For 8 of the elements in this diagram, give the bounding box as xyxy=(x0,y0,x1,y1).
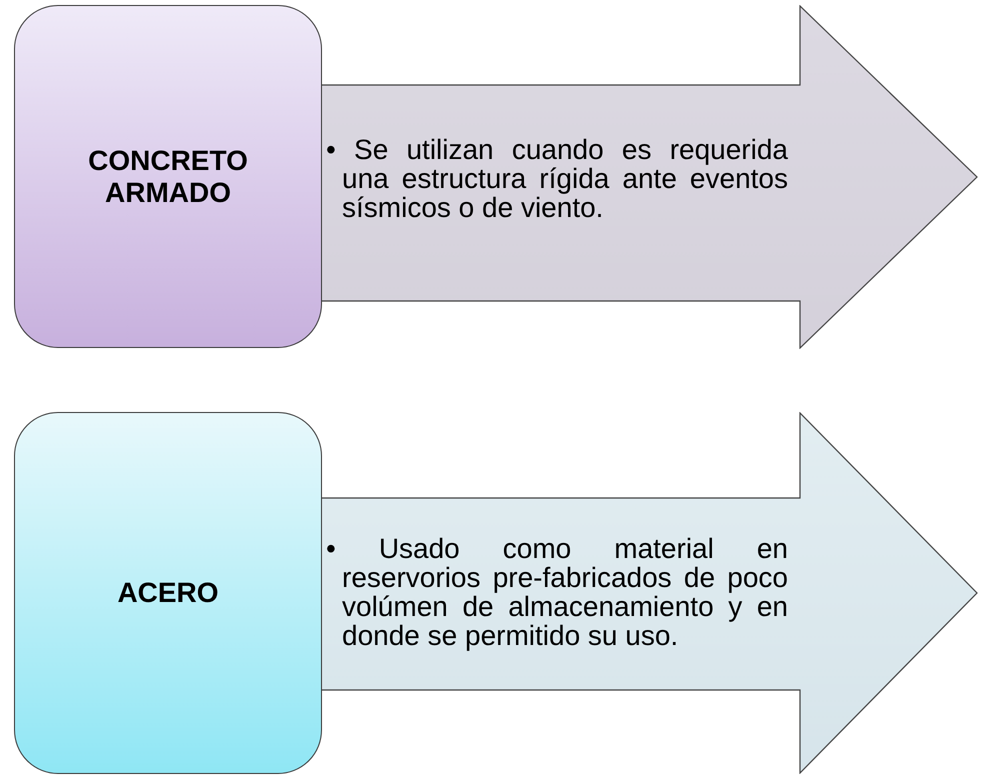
rounded-box xyxy=(14,412,322,774)
rounded-box xyxy=(14,5,322,348)
box-title: ACERO xyxy=(116,577,220,609)
box-title: CONCRETO ARMADO xyxy=(87,144,249,208)
block-arrow xyxy=(322,412,979,774)
bullet-text: • Se utilizan cuando es requerida una estructura rígida ante eventos sísmicos o de viento. xyxy=(326,135,788,222)
bullet-text: • Usado como material en reservorios pre-fabricados de poco volúmen de almacenamiento y en donde se permitido su uso. xyxy=(326,534,788,650)
block-arrow xyxy=(322,5,979,349)
